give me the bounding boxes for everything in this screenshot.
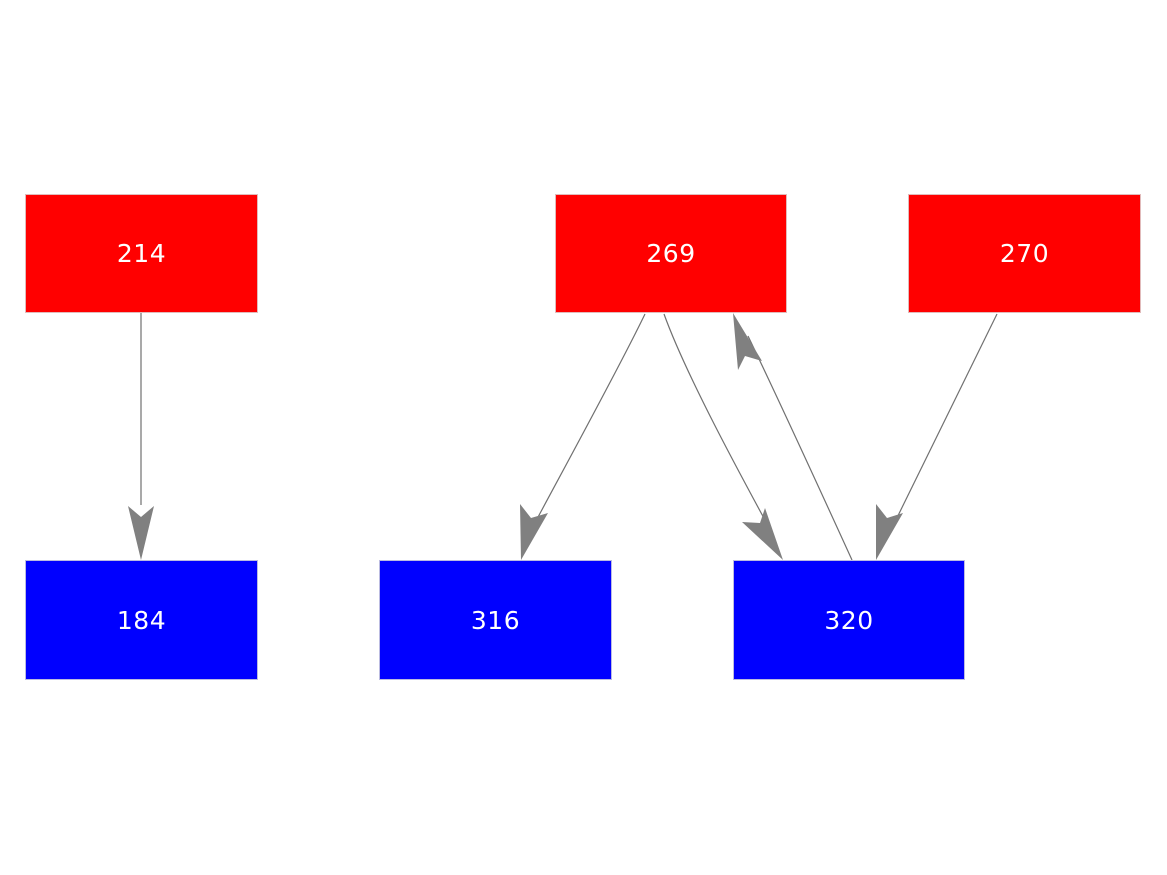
arrowhead-icon	[128, 506, 154, 560]
edge-line	[528, 313, 646, 535]
edge-214-to-184	[128, 313, 154, 560]
edge-270-to-320	[876, 313, 998, 560]
node-label: 270	[999, 239, 1050, 268]
arrowhead-icon	[733, 313, 762, 370]
edge-269-to-320	[663, 313, 783, 560]
node-label: 316	[470, 605, 521, 635]
node-label: 184	[116, 605, 167, 635]
node-label: 320	[824, 605, 874, 635]
node-214[interactable]: 214	[25, 194, 258, 313]
edge-line	[663, 313, 773, 534]
node-316[interactable]: 316	[379, 560, 612, 680]
edge-line	[888, 313, 998, 535]
arrowhead-icon	[520, 504, 548, 560]
node-270[interactable]: 270	[908, 194, 1141, 313]
arrowhead-icon	[876, 504, 903, 560]
edge-line	[747, 335, 853, 561]
node-label: 214	[116, 239, 167, 268]
node-label: 269	[646, 239, 696, 268]
arrowhead-icon	[742, 508, 783, 560]
edge-269-to-316	[520, 313, 646, 560]
edge-320-to-269	[733, 313, 853, 561]
node-320[interactable]: 320	[733, 560, 965, 680]
node-184[interactable]: 184	[25, 560, 258, 680]
node-269[interactable]: 269	[555, 194, 787, 313]
edges-group	[128, 313, 998, 561]
